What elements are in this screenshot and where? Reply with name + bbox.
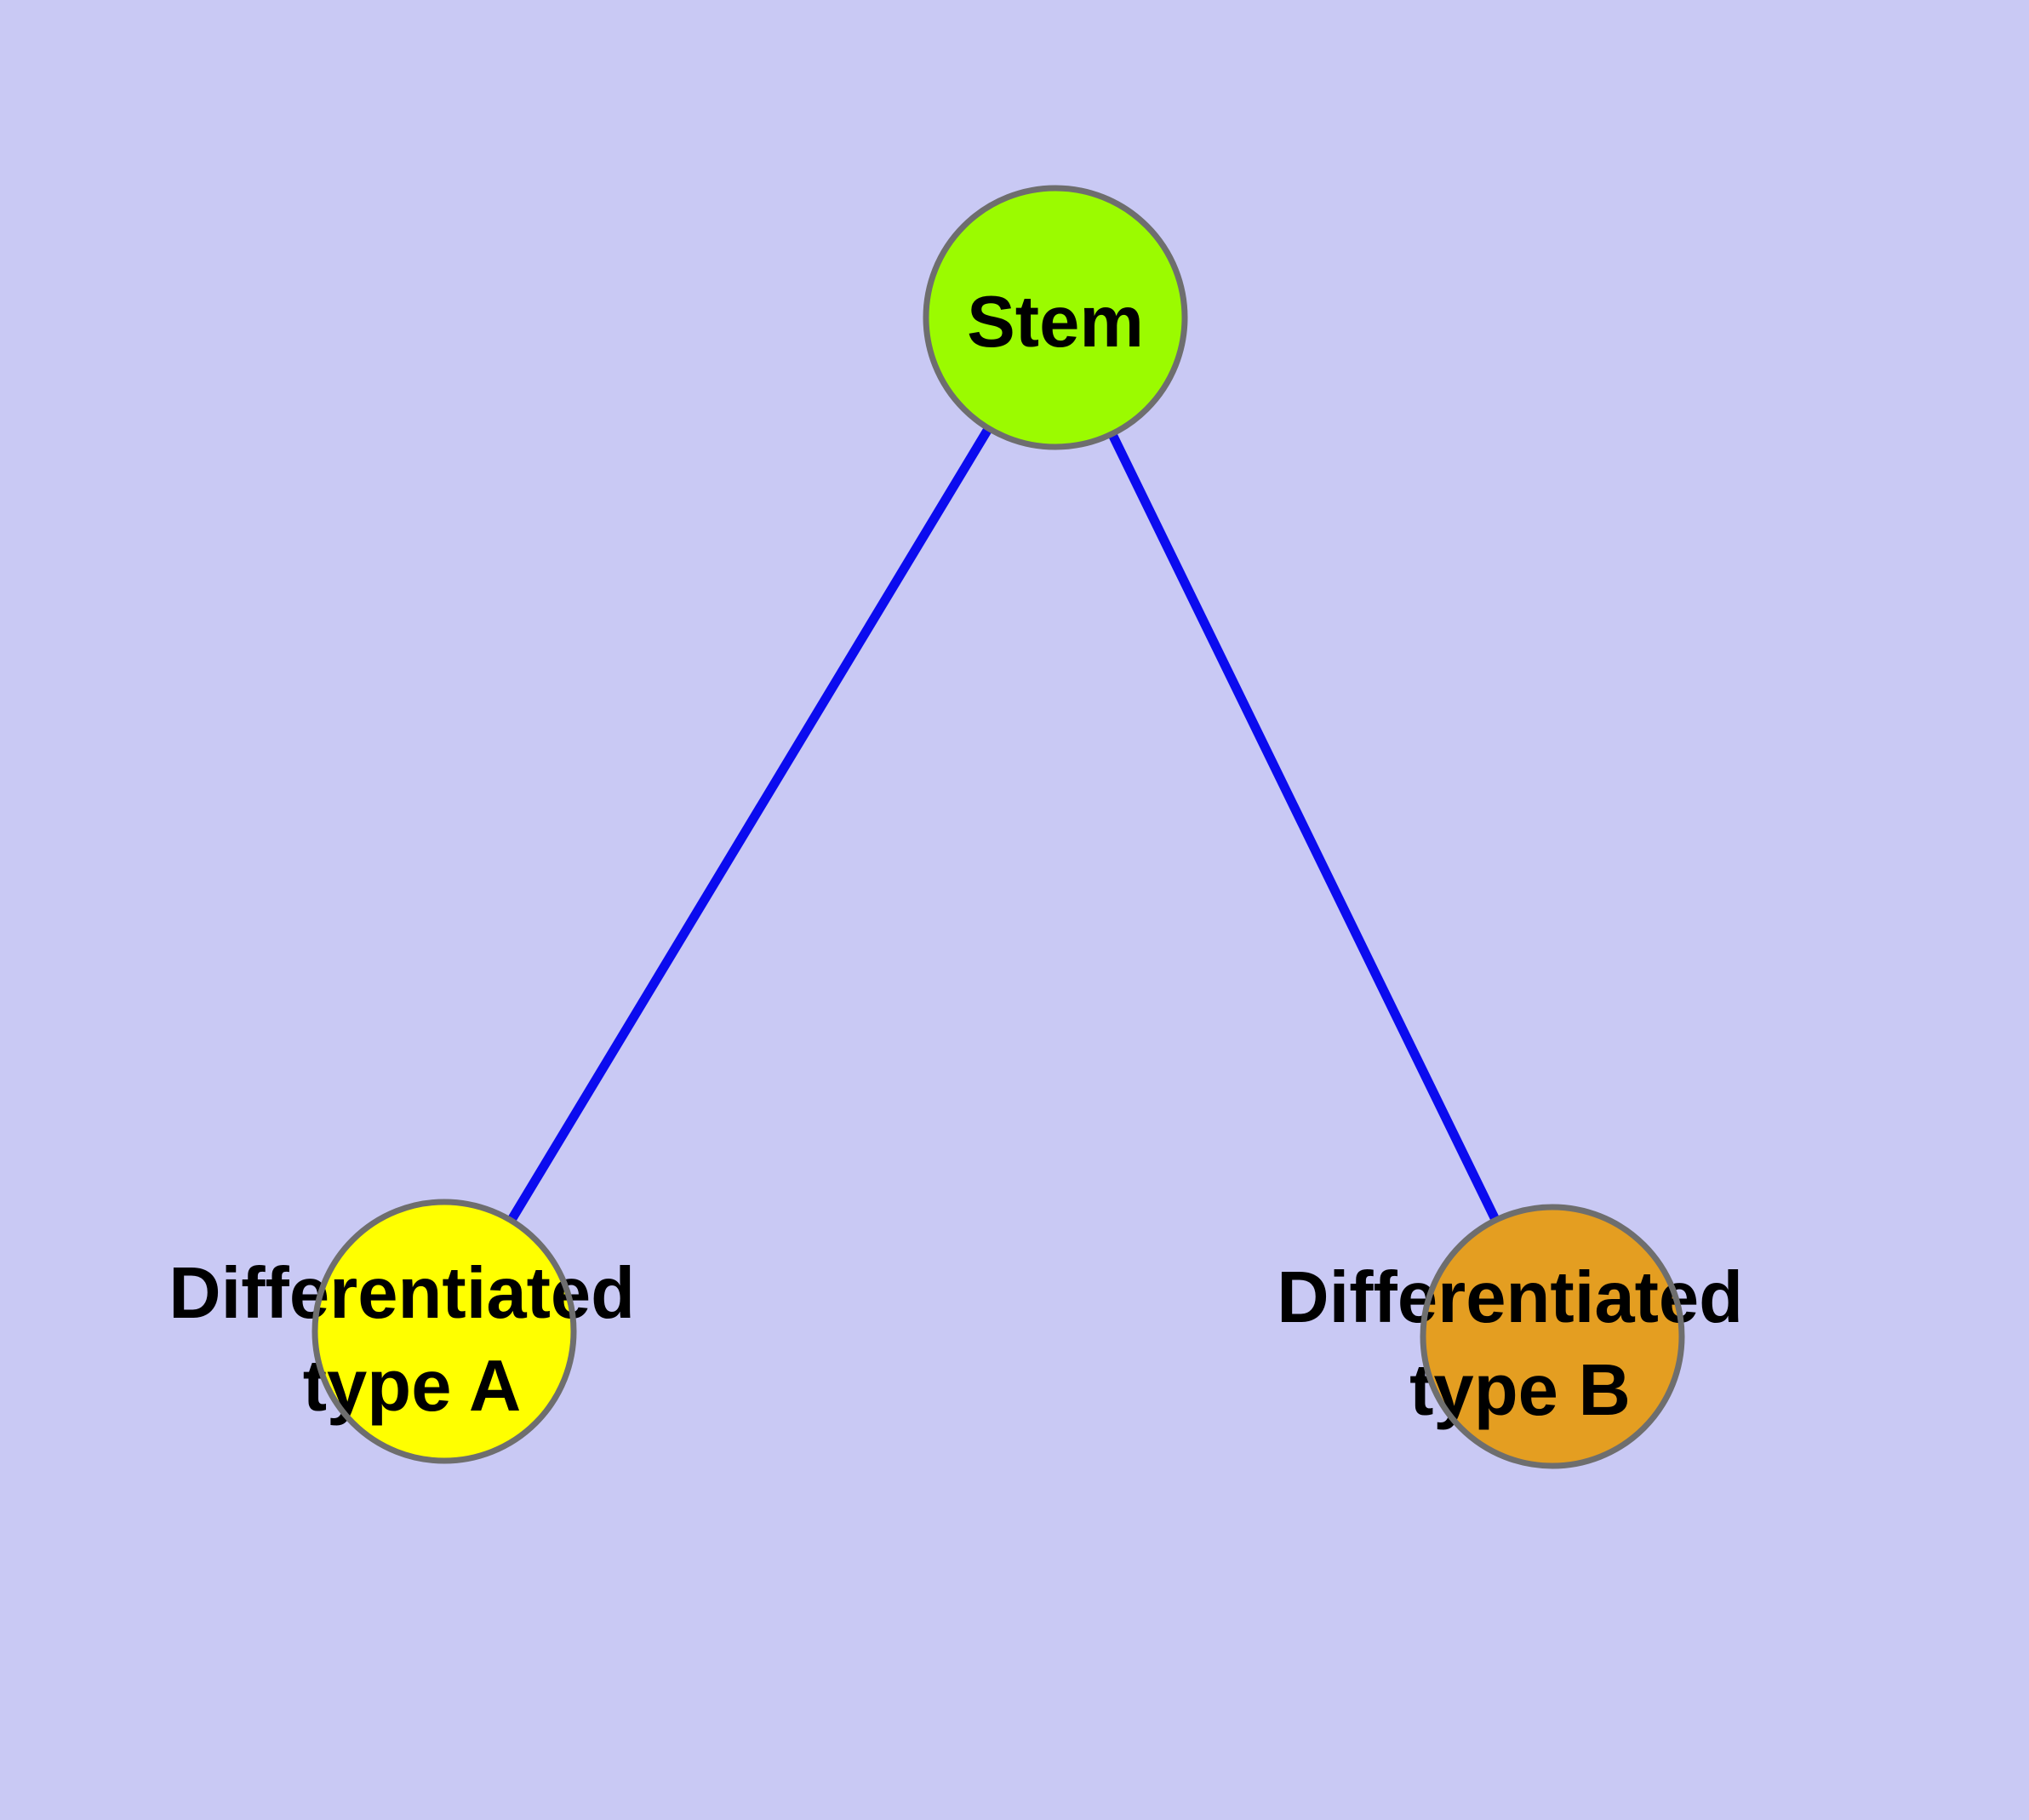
node-differentiated-type-a — [315, 1202, 574, 1461]
edge-stem-to-type-a — [440, 315, 1060, 1334]
node-stem-border — [923, 185, 1188, 450]
node-type-a-label-line-2: type A — [303, 1346, 522, 1427]
node-differentiated-type-b — [1423, 1207, 1682, 1466]
node-type-a-border — [311, 1199, 577, 1464]
edge-stem-to-type-b — [1051, 315, 1557, 1339]
node-stem — [926, 188, 1185, 447]
node-stem-label: Stem — [967, 282, 1144, 363]
node-type-b-label-line-2: type B — [1409, 1350, 1631, 1431]
node-type-b-border — [1420, 1204, 1685, 1469]
